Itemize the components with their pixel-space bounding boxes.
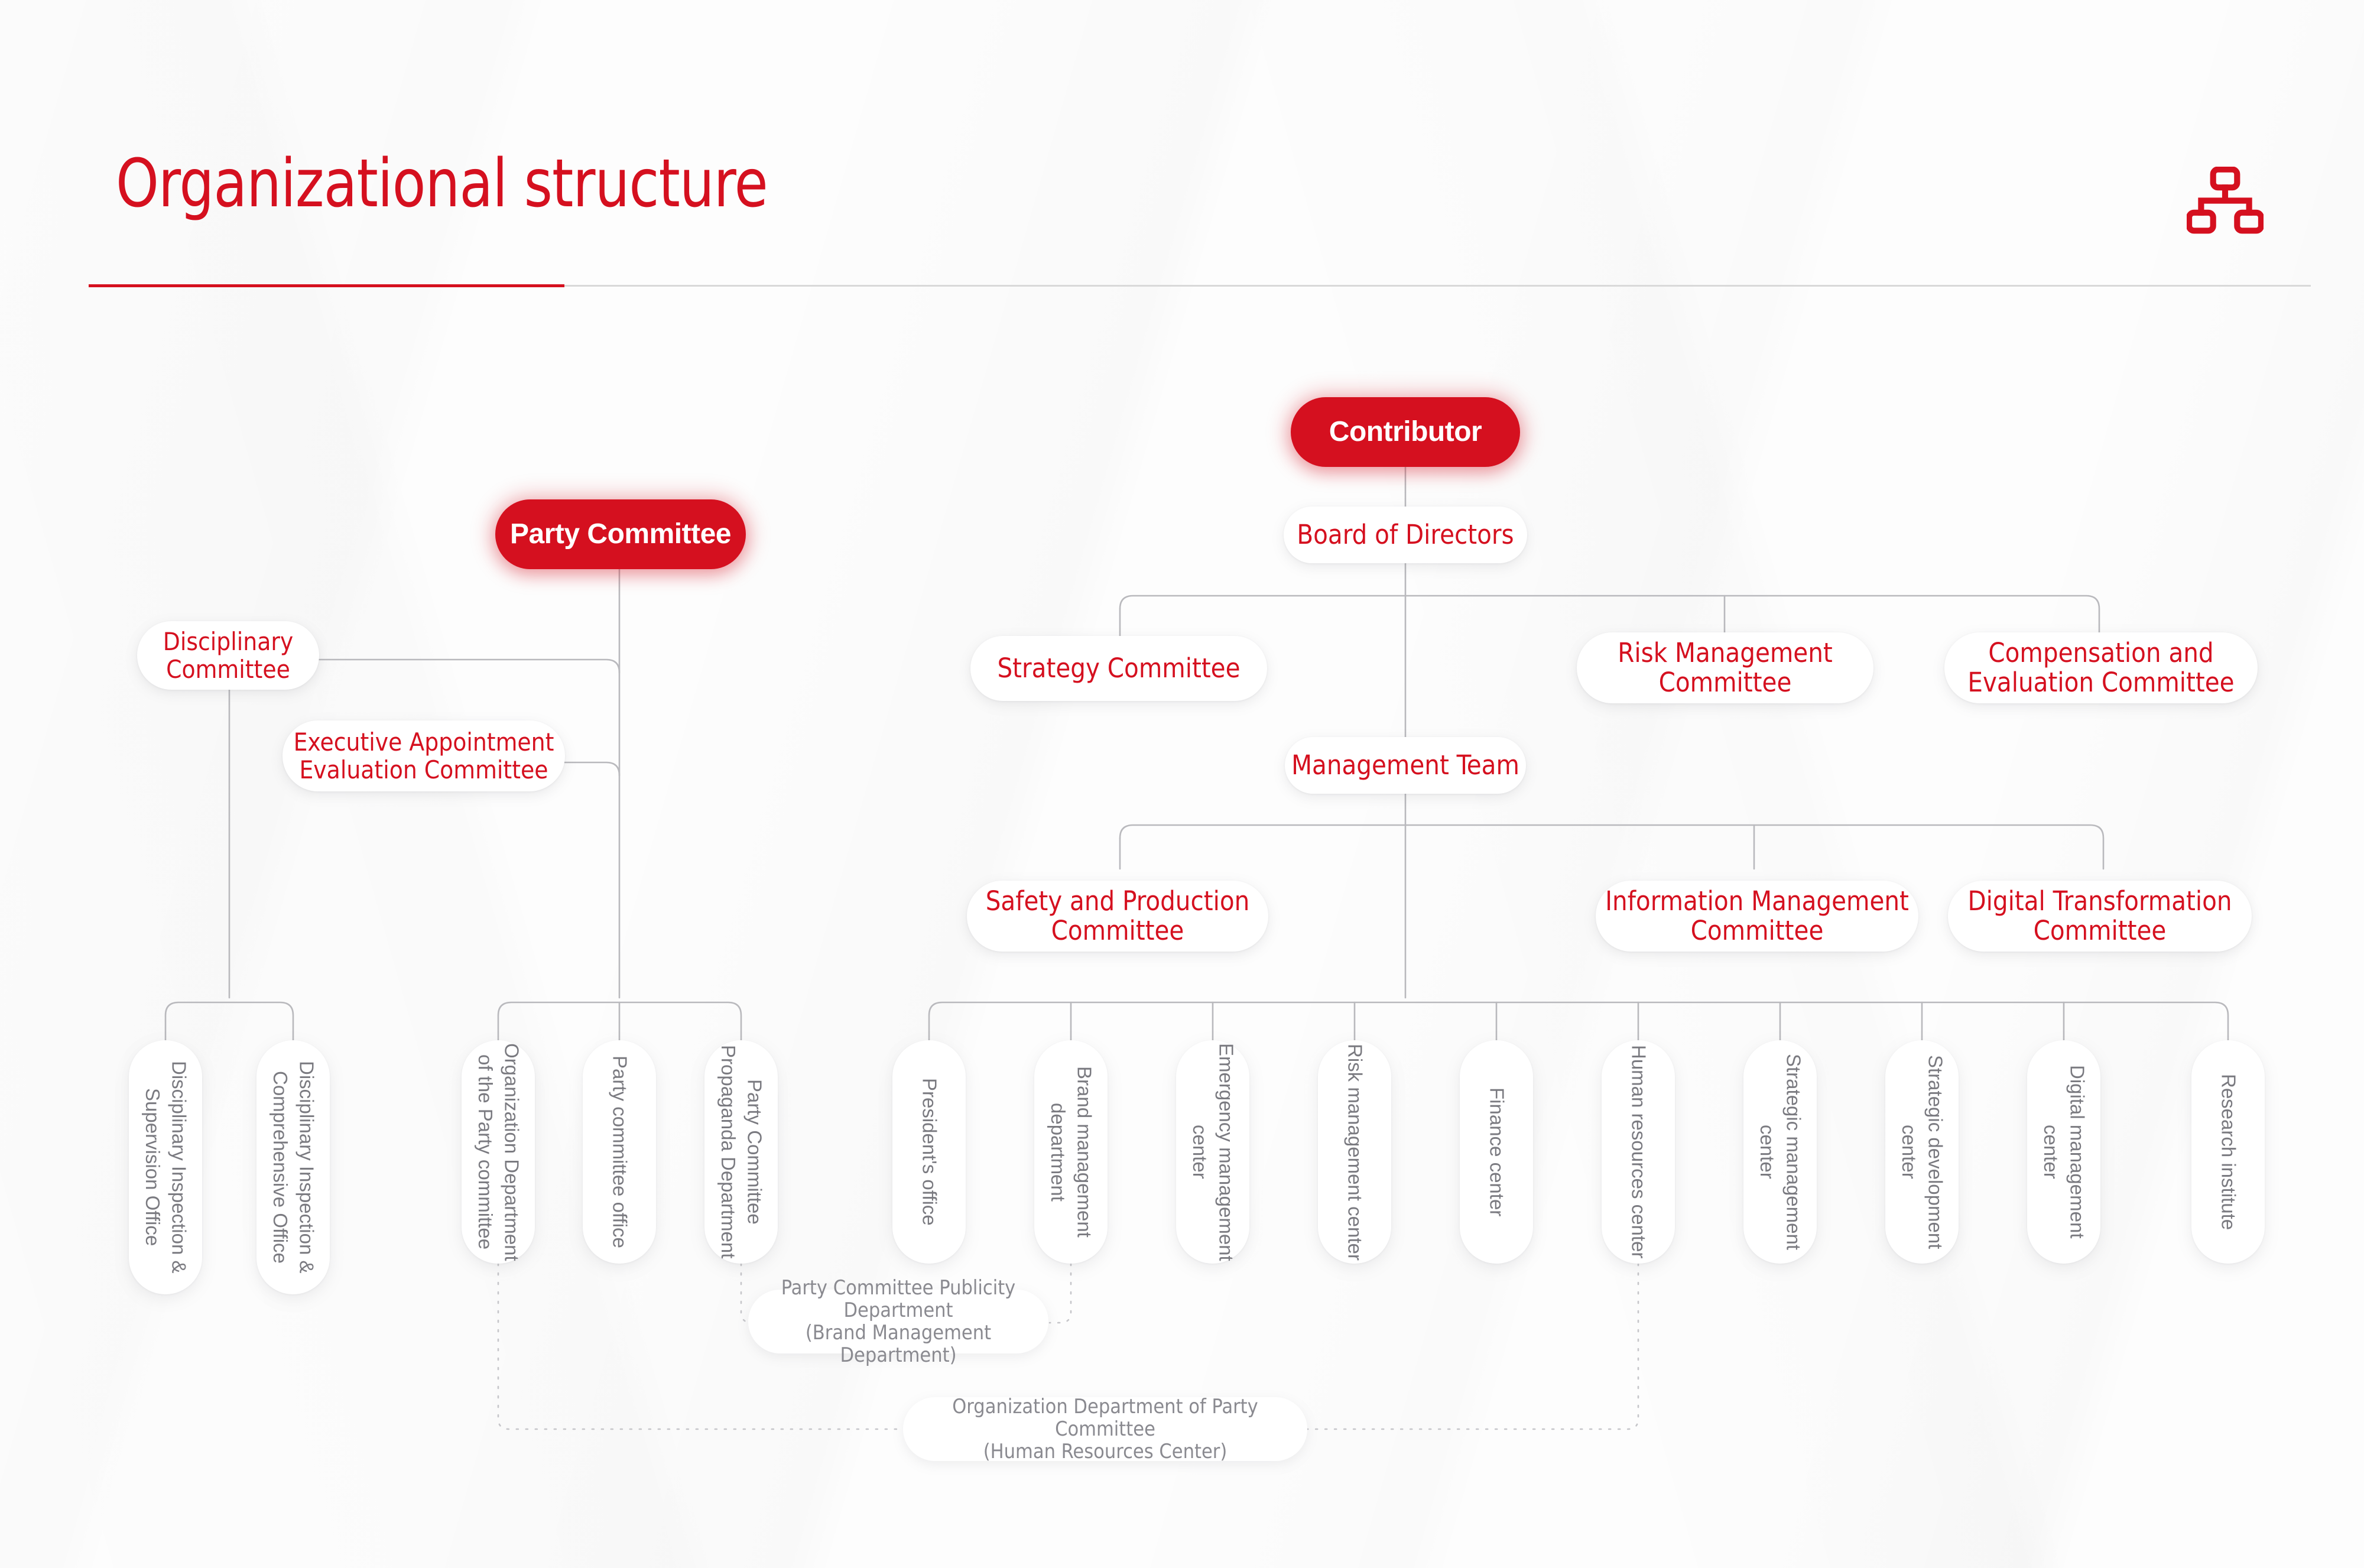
node-emergency-management-center[interactable]: Emergency management center [1176,1040,1249,1264]
page-title: Organizational structure [116,145,768,222]
node-compensation-evaluation-committee[interactable]: Compensation and Evaluation Committee [1944,632,2258,703]
node-strategy-committee[interactable]: Strategy Committee [970,636,1267,701]
node-party-committee-propaganda-department[interactable]: Party Committee Propaganda Department [704,1040,778,1264]
hierarchy-icon [2187,167,2264,234]
leaf-label: Brand management department [1047,1066,1096,1238]
node-digital-management-center[interactable]: Digital management center [2027,1040,2100,1264]
leaf-label: Disciplinary Inspection & Supervision Of… [142,1061,190,1274]
page-header: Organizational structure [0,0,2364,307]
title-divider [89,285,2311,287]
node-strategic-development-center[interactable]: Strategic development center [1885,1040,1959,1264]
node-party-committee[interactable]: Party Committee [495,499,746,569]
node-presidents-office[interactable]: President's office [892,1040,966,1264]
node-strategic-management-center[interactable]: Strategic management center [1743,1040,1817,1264]
node-brand-management-department[interactable]: Brand management department [1034,1040,1108,1264]
leaf-label: Research institute [2217,1073,2240,1231]
note-party-committee-publicity-department[interactable]: Party Committee Publicity Department (Br… [748,1277,1048,1366]
node-disciplinary-inspection-supervision-office[interactable]: Disciplinary Inspection & Supervision Of… [129,1040,202,1294]
node-management-team[interactable]: Management Team [1285,737,1526,794]
node-disciplinary-committee[interactable]: Disciplinary Committee [137,621,319,690]
node-risk-management-committee[interactable]: Risk Management Committee [1577,632,1873,703]
note-organization-department-party-committee[interactable]: Organization Department of Party Committ… [903,1395,1307,1463]
leaf-label: Digital management center [2040,1065,2089,1239]
leaf-label: Risk management center [1344,1043,1366,1261]
leaf-label: Party Committee Propaganda Department [717,1045,766,1259]
node-organization-department-party-committee[interactable]: Organization Department of the Party com… [462,1040,535,1264]
title-divider-accent [89,284,564,287]
node-digital-transformation-committee[interactable]: Digital Transformation Committee [1948,881,2252,952]
node-party-committee-office[interactable]: Party committee office [583,1040,656,1264]
leaf-label: Human resources center [1628,1045,1650,1259]
node-finance-center[interactable]: Finance center [1460,1040,1533,1264]
leaf-label: Party committee office [609,1056,631,1248]
leaf-label: Strategic development center [1898,1054,1947,1249]
node-safety-production-committee[interactable]: Safety and Production Committee [967,881,1268,952]
node-research-institute[interactable]: Research institute [2191,1040,2265,1264]
node-board-of-directors[interactable]: Board of Directors [1284,507,1527,563]
leaf-label: Emergency management center [1189,1043,1238,1261]
node-disciplinary-inspection-comprehensive-office[interactable]: Disciplinary Inspection & Comprehensive … [256,1040,330,1294]
node-contributor[interactable]: Contributor [1291,397,1520,467]
leaf-label: Strategic management center [1756,1053,1805,1250]
leaf-label: President's office [918,1078,941,1226]
leaf-label: Disciplinary Inspection & Comprehensive … [269,1061,318,1274]
node-human-resources-center[interactable]: Human resources center [1602,1040,1675,1264]
node-executive-appointment-evaluation-committee[interactable]: Executive Appointment Evaluation Committ… [282,720,565,791]
leaf-label: Organization Department of the Party com… [475,1043,523,1261]
node-information-management-committee[interactable]: Information Management Committee [1596,881,1918,952]
node-risk-management-center[interactable]: Risk management center [1318,1040,1391,1264]
leaf-label: Finance center [1486,1087,1508,1217]
